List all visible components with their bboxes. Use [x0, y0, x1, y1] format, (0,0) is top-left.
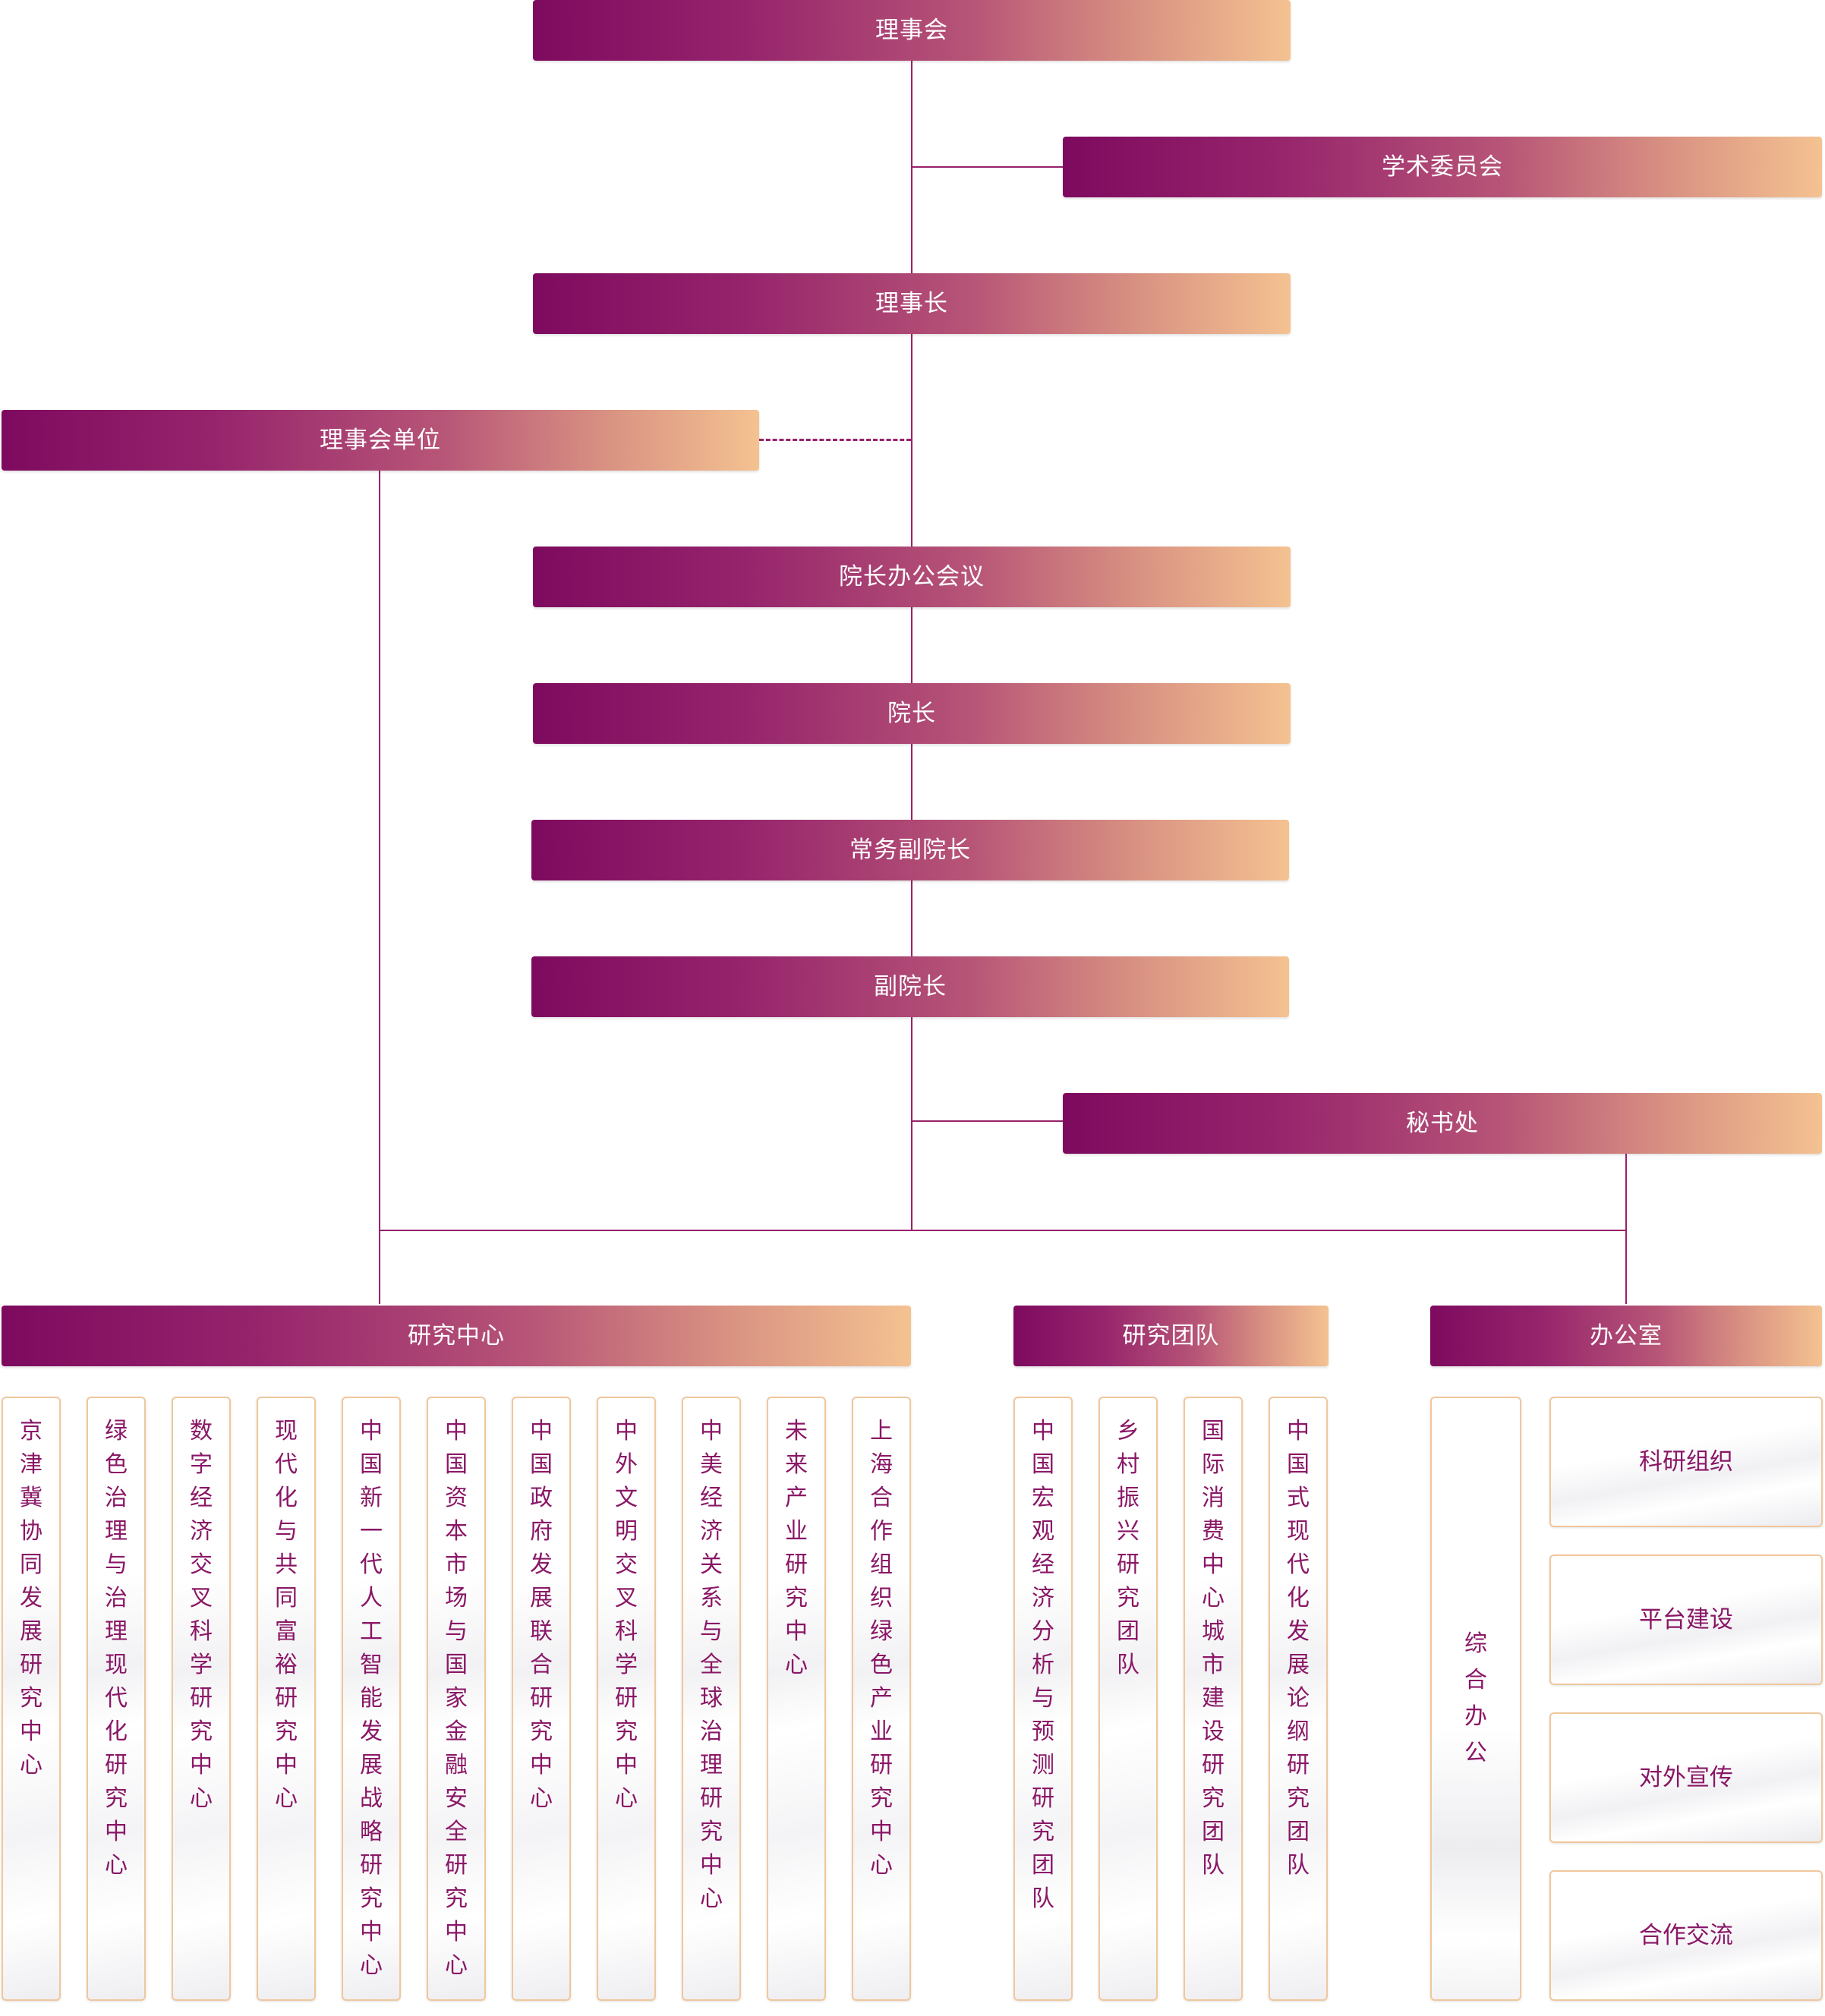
- research-center-label: 中美经济关系与全球治理研究中心: [700, 1418, 723, 1912]
- chairman-box: 理事长: [533, 273, 1291, 334]
- research-center-card: 中美经济关系与全球治理研究中心: [682, 1397, 741, 2001]
- office-unit-card: 平台建设: [1549, 1555, 1823, 1685]
- research-center-card: 未来产业研究中心: [767, 1397, 826, 2001]
- research-center-label: 中国资本市场与国家金融安全研究中心: [445, 1418, 468, 1979]
- research-center-card: 中外文明交叉科学研究中心: [597, 1397, 656, 2001]
- president-box: 院长: [533, 683, 1291, 744]
- research-center-card: 绿色治理与治理现代化研究中心: [87, 1397, 146, 2001]
- research-team-card: 乡村振兴研究团队: [1098, 1397, 1158, 2001]
- connector-left-branch: [379, 471, 380, 1304]
- board-box: 理事会: [533, 0, 1291, 61]
- research-center-card: 中国新一代人工智能发展战略研究中心: [342, 1397, 401, 2001]
- president-meeting-box: 院长办公会议: [533, 547, 1291, 607]
- research-team-label: 中国式现代化发展论纲研究团队: [1287, 1418, 1310, 1879]
- research-team-label: 中国宏观经济分析与预测研究团队: [1032, 1418, 1054, 1912]
- research-center-card: 现代化与共同富裕研究中心: [257, 1397, 316, 2001]
- research-center-label: 京津冀协同发展研究中心: [20, 1418, 43, 1778]
- research-center-card: 数字经济交叉科学研究中心: [172, 1397, 231, 2001]
- research-team-card: 中国宏观经济分析与预测研究团队: [1013, 1397, 1073, 2001]
- connector-board-units-dashed: [759, 439, 911, 441]
- research-center-label: 现代化与共同富裕研究中心: [275, 1418, 298, 1812]
- office-unit-card: 科研组织: [1549, 1397, 1823, 1527]
- connector-academic-committee: [911, 166, 1152, 168]
- connector-secretariat: [911, 1120, 1063, 1122]
- research-teams-header: 研究团队: [1013, 1306, 1329, 1366]
- secretariat-box: 秘书处: [1063, 1093, 1822, 1154]
- board-units-box: 理事会单位: [2, 410, 759, 471]
- research-center-card: 中国资本市场与国家金融安全研究中心: [427, 1397, 486, 2001]
- research-team-card: 中国式现代化发展论纲研究团队: [1269, 1397, 1328, 2001]
- general-office-label: 综合办公: [1464, 1630, 1487, 1766]
- executive-vice-president-box: 常务副院长: [531, 820, 1289, 880]
- office-unit-card: 对外宣传: [1549, 1712, 1823, 1843]
- academic-committee-box: 学术委员会: [1063, 137, 1822, 197]
- research-center-card: 上海合作组织绿色产业研究中心: [852, 1397, 911, 2001]
- office-unit-card: 合作交流: [1549, 1870, 1823, 2001]
- research-center-card: 京津冀协同发展研究中心: [2, 1397, 61, 2001]
- research-team-card: 国际消费中心城市建设研究团队: [1184, 1397, 1243, 2001]
- research-center-card: 中国政府发展联合研究中心: [512, 1397, 571, 2001]
- vice-president-box: 副院长: [531, 956, 1289, 1017]
- connector-right-branch: [1625, 1152, 1627, 1304]
- connector-horizontal-bus: [379, 1230, 1627, 1231]
- general-office-card: 综合办公: [1430, 1397, 1521, 2001]
- research-team-label: 乡村振兴研究团队: [1117, 1418, 1139, 1678]
- research-team-label: 国际消费中心城市建设研究团队: [1202, 1418, 1225, 1879]
- office-header: 办公室: [1430, 1306, 1822, 1366]
- connector-main-spine: [911, 61, 912, 1231]
- research-center-label: 绿色治理与治理现代化研究中心: [105, 1418, 128, 1879]
- research-center-label: 数字经济交叉科学研究中心: [190, 1418, 213, 1812]
- research-center-label: 中国政府发展联合研究中心: [530, 1418, 553, 1812]
- research-centers-header: 研究中心: [2, 1306, 911, 1366]
- research-center-label: 中外文明交叉科学研究中心: [615, 1418, 638, 1812]
- research-center-label: 未来产业研究中心: [785, 1418, 808, 1678]
- research-center-label: 中国新一代人工智能发展战略研究中心: [360, 1418, 383, 1979]
- research-center-label: 上海合作组织绿色产业研究中心: [870, 1418, 893, 1879]
